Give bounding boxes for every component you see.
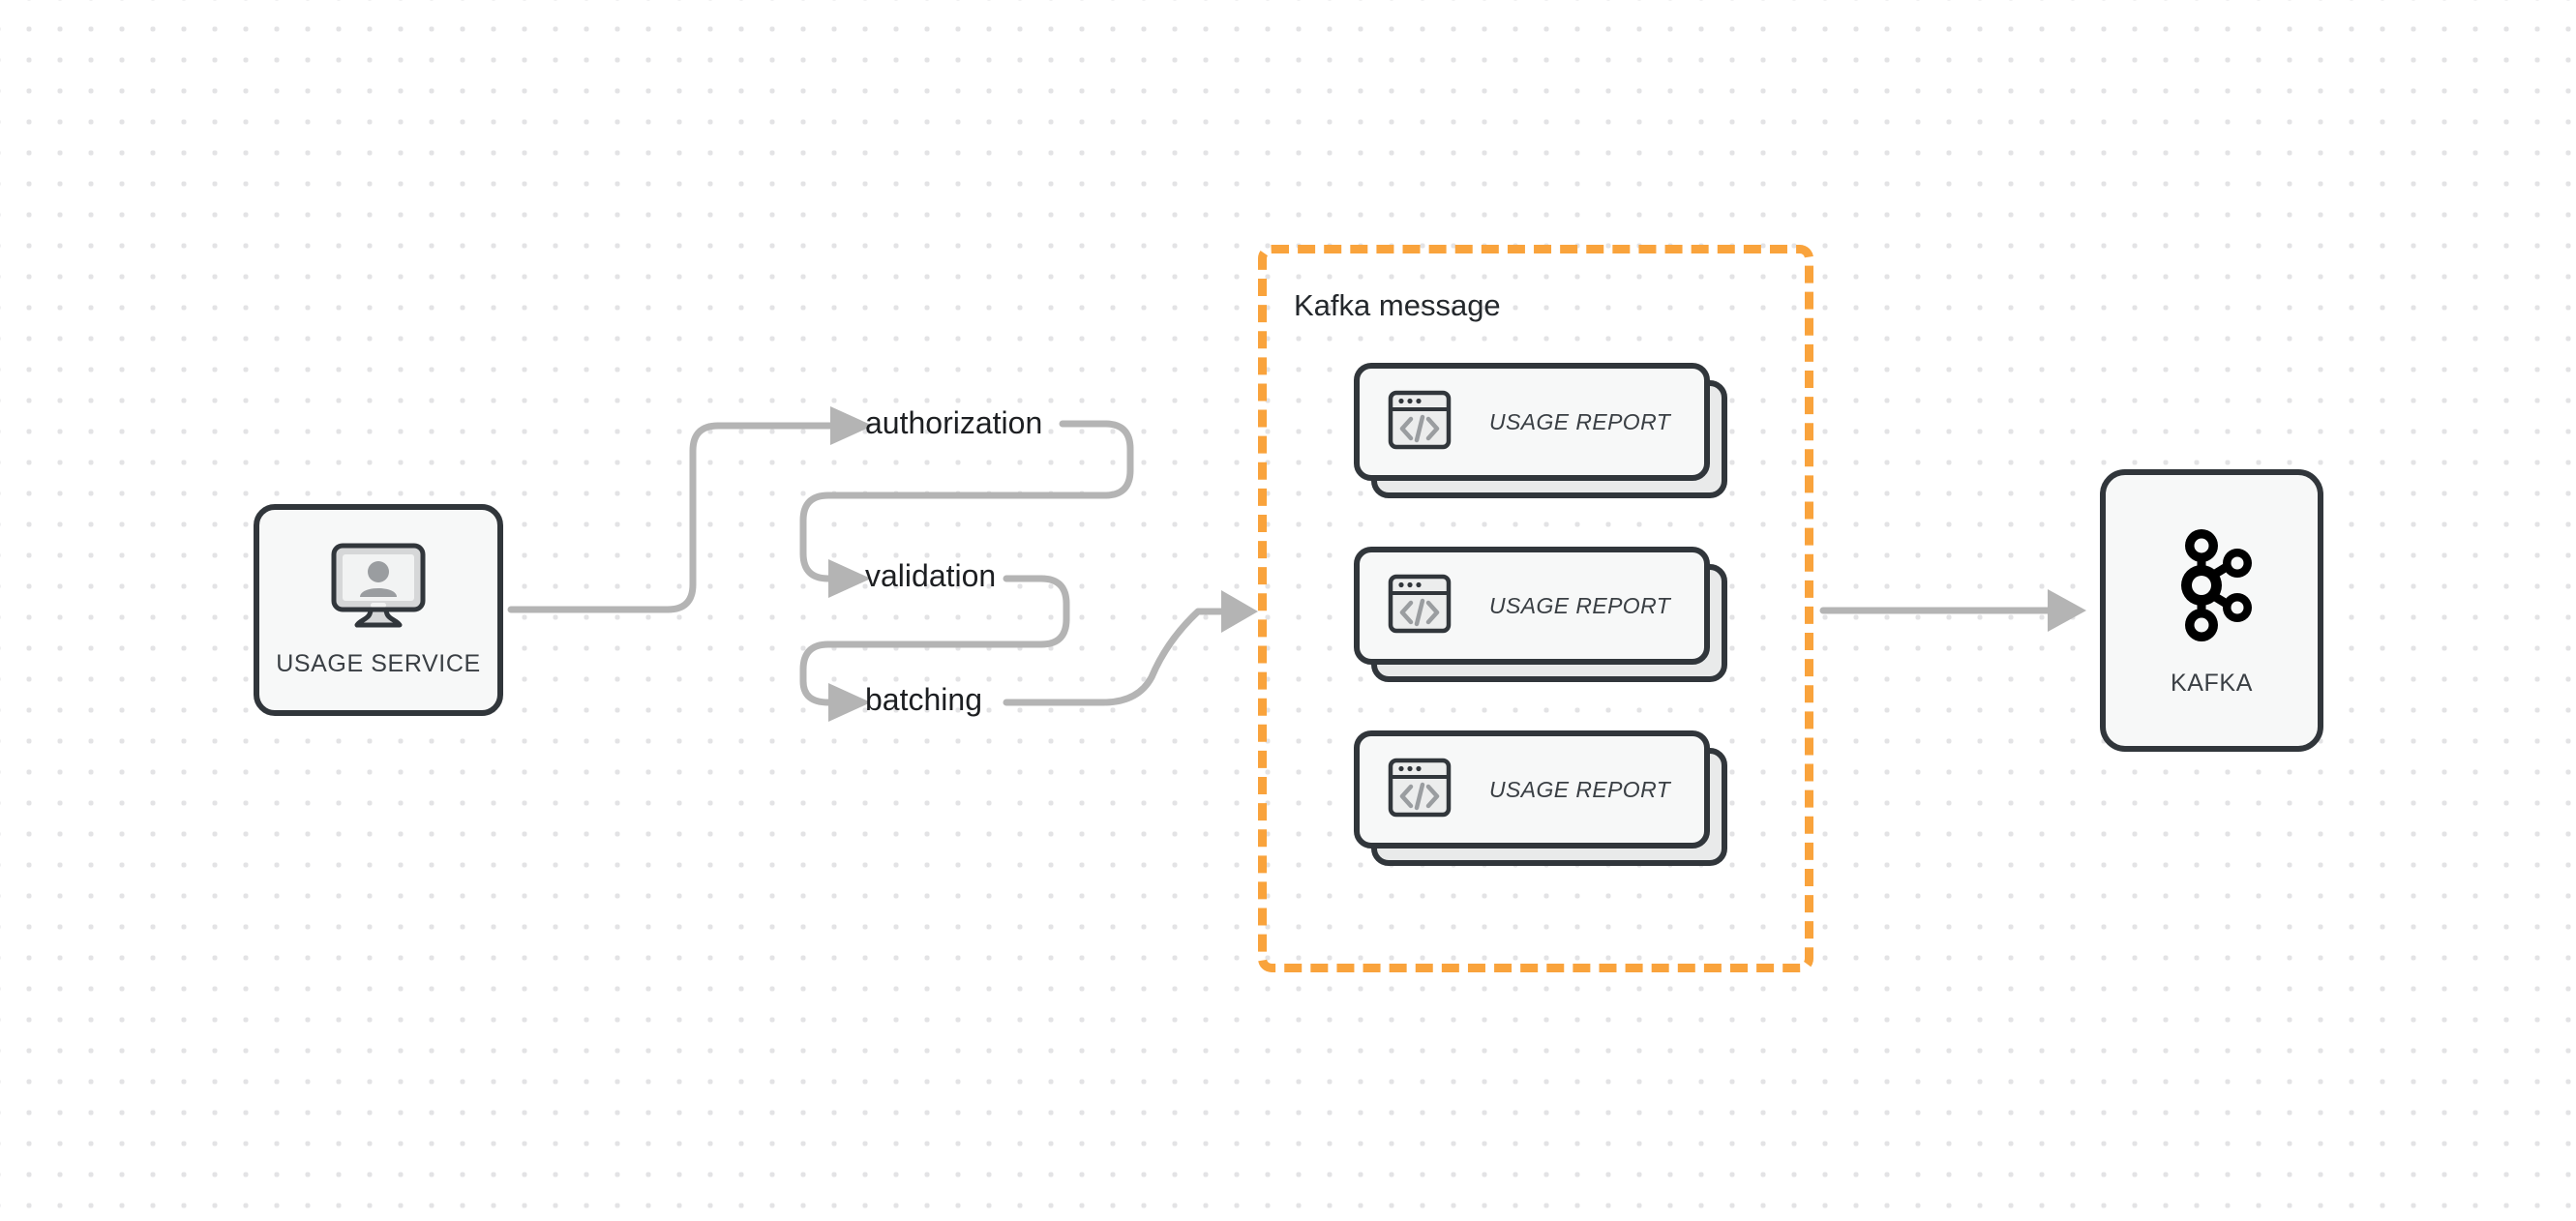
step-label-authorization: authorization [865,405,1043,440]
card-label: USAGE REPORT [1489,408,1671,434]
node-label-kafka: KAFKA [2171,669,2253,697]
step-label-validation: validation [865,558,997,593]
card-front[interactable]: USAGE REPORT [1354,363,1710,481]
kafka-logo-icon [2162,524,2262,646]
node-label-usage-service: USAGE SERVICE [276,650,481,677]
code-window-icon [1360,387,1453,458]
edge-usage-service-to-authorization [507,406,873,613]
node-usage-service[interactable]: USAGE SERVICE [254,504,503,716]
edge-kafka-message-to-kafka [1819,589,2086,632]
code-window-icon [1360,755,1453,825]
node-kafka[interactable]: KAFKA [2100,469,2323,752]
usage-report-card[interactable]: USAGE REPORT [1354,730,1727,866]
card-label: USAGE REPORT [1489,592,1671,618]
card-label: USAGE REPORT [1489,776,1671,802]
card-front[interactable]: USAGE REPORT [1354,547,1710,665]
usage-report-card[interactable]: USAGE REPORT [1354,363,1727,498]
card-front[interactable]: USAGE REPORT [1354,730,1710,849]
usage-report-card[interactable]: USAGE REPORT [1354,547,1727,682]
step-label-batching: batching [865,682,982,717]
monitor-user-icon [328,542,429,631]
code-window-icon [1360,571,1453,641]
edge-batching-to-kafka-message [1003,590,1258,706]
group-title-kafka-message: Kafka message [1294,288,1501,322]
group-kafka-message [1258,245,1813,972]
